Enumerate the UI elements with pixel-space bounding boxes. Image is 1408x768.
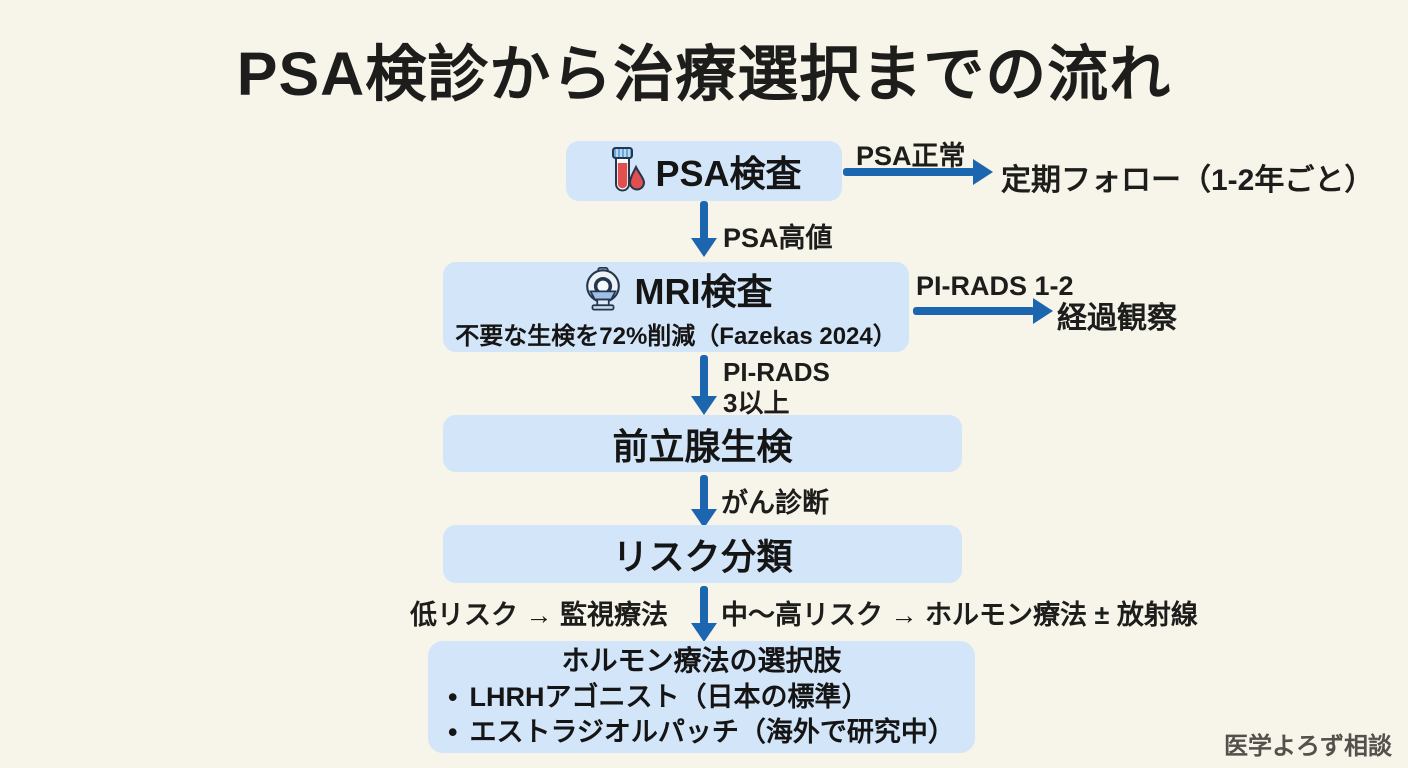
arrow-pirads-high: [690, 355, 718, 415]
hormone-option-1-label: LHRHアゴニスト（日本の標準）: [469, 681, 869, 712]
arrow-head: [691, 396, 717, 415]
biopsy-label: 前立腺生検: [612, 425, 793, 467]
risk-classification-label: リスク分類: [612, 536, 793, 577]
arrow-stem: [700, 475, 708, 511]
mri-test-box: MRI検査 不要な生検を72%削減（Fazekas 2024）: [443, 262, 909, 352]
pirads-high-condition-line1: PI-RADS: [723, 357, 830, 387]
hormone-option-item: • エストラジオルパッチ（海外で研究中）: [442, 715, 961, 751]
hormone-option-item: • LHRHアゴニスト（日本の標準）: [442, 680, 961, 716]
arrow-head: [1033, 298, 1053, 324]
pirads-low-condition-label: PI-RADS 1-2: [916, 271, 1074, 301]
cancer-condition-label: がん診断: [721, 488, 829, 518]
blood-sample-tube-icon: [612, 147, 646, 192]
arrow-stem: [700, 201, 708, 240]
psa-normal-condition-label: PSA正常: [856, 141, 966, 171]
page-title: PSA検診から治療選択までの流れ: [236, 40, 1172, 108]
arrow-stem: [913, 307, 1035, 315]
hormone-options-box: ホルモン療法の選択肢 • LHRHアゴニスト（日本の標準） • エストラジオルパッチ…: [428, 641, 975, 753]
observation-outcome-label: 経過観察: [1057, 302, 1177, 335]
psa-test-label: PSA検査: [655, 153, 802, 194]
arrow-stem: [700, 586, 708, 625]
pirads-high-condition-line2: 3以上: [723, 387, 790, 418]
biopsy-box: 前立腺生検: [443, 415, 962, 472]
low-risk-branch-label: 低リスク → 監視療法: [409, 600, 668, 630]
watermark: 医学よろず相談: [1224, 733, 1392, 760]
arrow-head: [691, 238, 717, 257]
mri-note-label: 不要な生検を72%削減（Fazekas 2024）: [455, 323, 897, 350]
followup-outcome-label: 定期フォロー（1-2年ごと）: [1001, 164, 1375, 197]
arrow-risk-to-hormone: [690, 586, 718, 642]
arrow-stem: [843, 168, 975, 176]
bullet-icon: •: [448, 717, 458, 748]
mri-scanner-icon: [585, 267, 620, 311]
hormone-option-2-label: エストラジオルパッチ（海外で研究中）: [469, 717, 955, 748]
arrow-head: [691, 623, 717, 642]
arrow-pirads-low: [913, 297, 1053, 325]
psa-high-condition-label: PSA高値: [723, 223, 833, 253]
arrow-head: [691, 509, 717, 528]
psa-test-box: PSA検査: [566, 141, 842, 201]
arrow-stem: [700, 355, 708, 398]
risk-classification-box: リスク分類: [443, 525, 962, 583]
arrow-psa-normal: [843, 158, 993, 186]
arrow-cancer-diagnosis: [690, 475, 718, 528]
pirads-high-condition-label: PI-RADS 3以上: [723, 357, 830, 418]
mid-high-risk-branch-label: 中〜高リスク → ホルモン療法 ± 放射線: [721, 600, 1198, 630]
arrow-head: [973, 159, 993, 185]
bullet-icon: •: [448, 681, 458, 712]
hormone-options-title: ホルモン療法の選択肢: [561, 645, 842, 677]
mri-test-label: MRI検査: [634, 271, 773, 312]
arrow-psa-high: [690, 201, 718, 257]
